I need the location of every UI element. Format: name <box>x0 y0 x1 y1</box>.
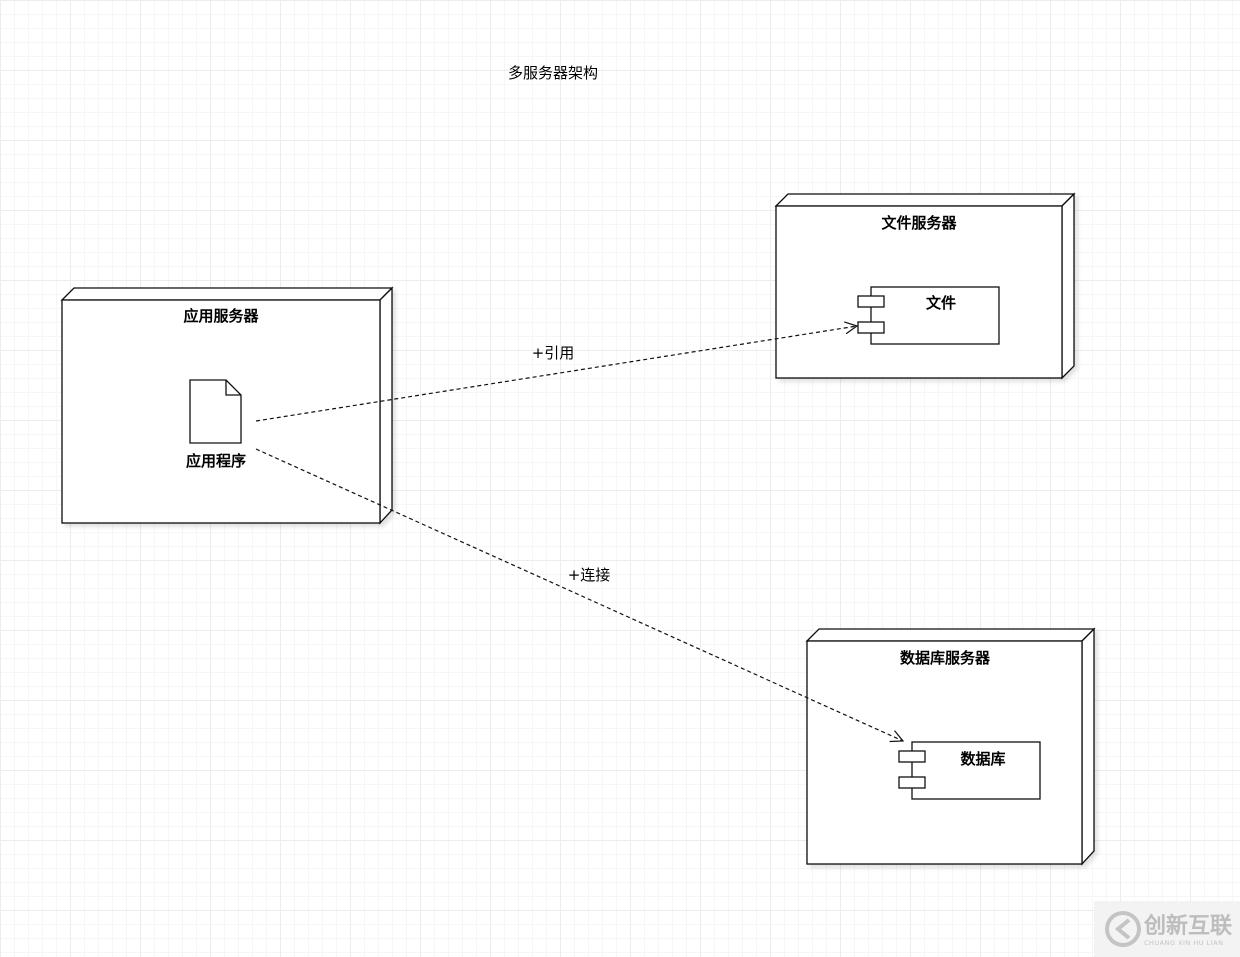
file-component-label: 文件 <box>926 294 956 312</box>
component-port-icon <box>898 776 926 789</box>
logo-chevron-icon <box>1114 918 1131 940</box>
database-component-label: 数据库 <box>960 750 1005 768</box>
component-port-icon <box>857 321 885 334</box>
file-component[interactable] <box>857 286 1000 345</box>
watermark-logo: 创新互联 CHUANG XIN HU LIAN <box>1094 901 1240 957</box>
connect-edge[interactable] <box>255 448 903 741</box>
connect-edge-label: +连接 <box>568 566 611 584</box>
reference-edge[interactable] <box>255 326 857 422</box>
database-component[interactable] <box>898 741 1041 800</box>
watermark-text: 创新互联 <box>1143 913 1232 939</box>
db-server-label: 数据库服务器 <box>900 649 991 667</box>
watermark-subtext: CHUANG XIN HU LIAN <box>1144 939 1223 947</box>
logo-ring-icon <box>1105 911 1141 947</box>
file-server-label: 文件服务器 <box>881 214 957 232</box>
reference-edge-label: +引用 <box>532 344 575 362</box>
artifact-document-icon[interactable] <box>189 379 242 444</box>
component-port-icon <box>857 295 885 308</box>
app-program-label: 应用程序 <box>186 452 246 470</box>
app-server-label: 应用服务器 <box>183 307 259 325</box>
component-port-icon <box>898 750 926 763</box>
diagram-title: 多服务器架构 <box>508 64 598 82</box>
